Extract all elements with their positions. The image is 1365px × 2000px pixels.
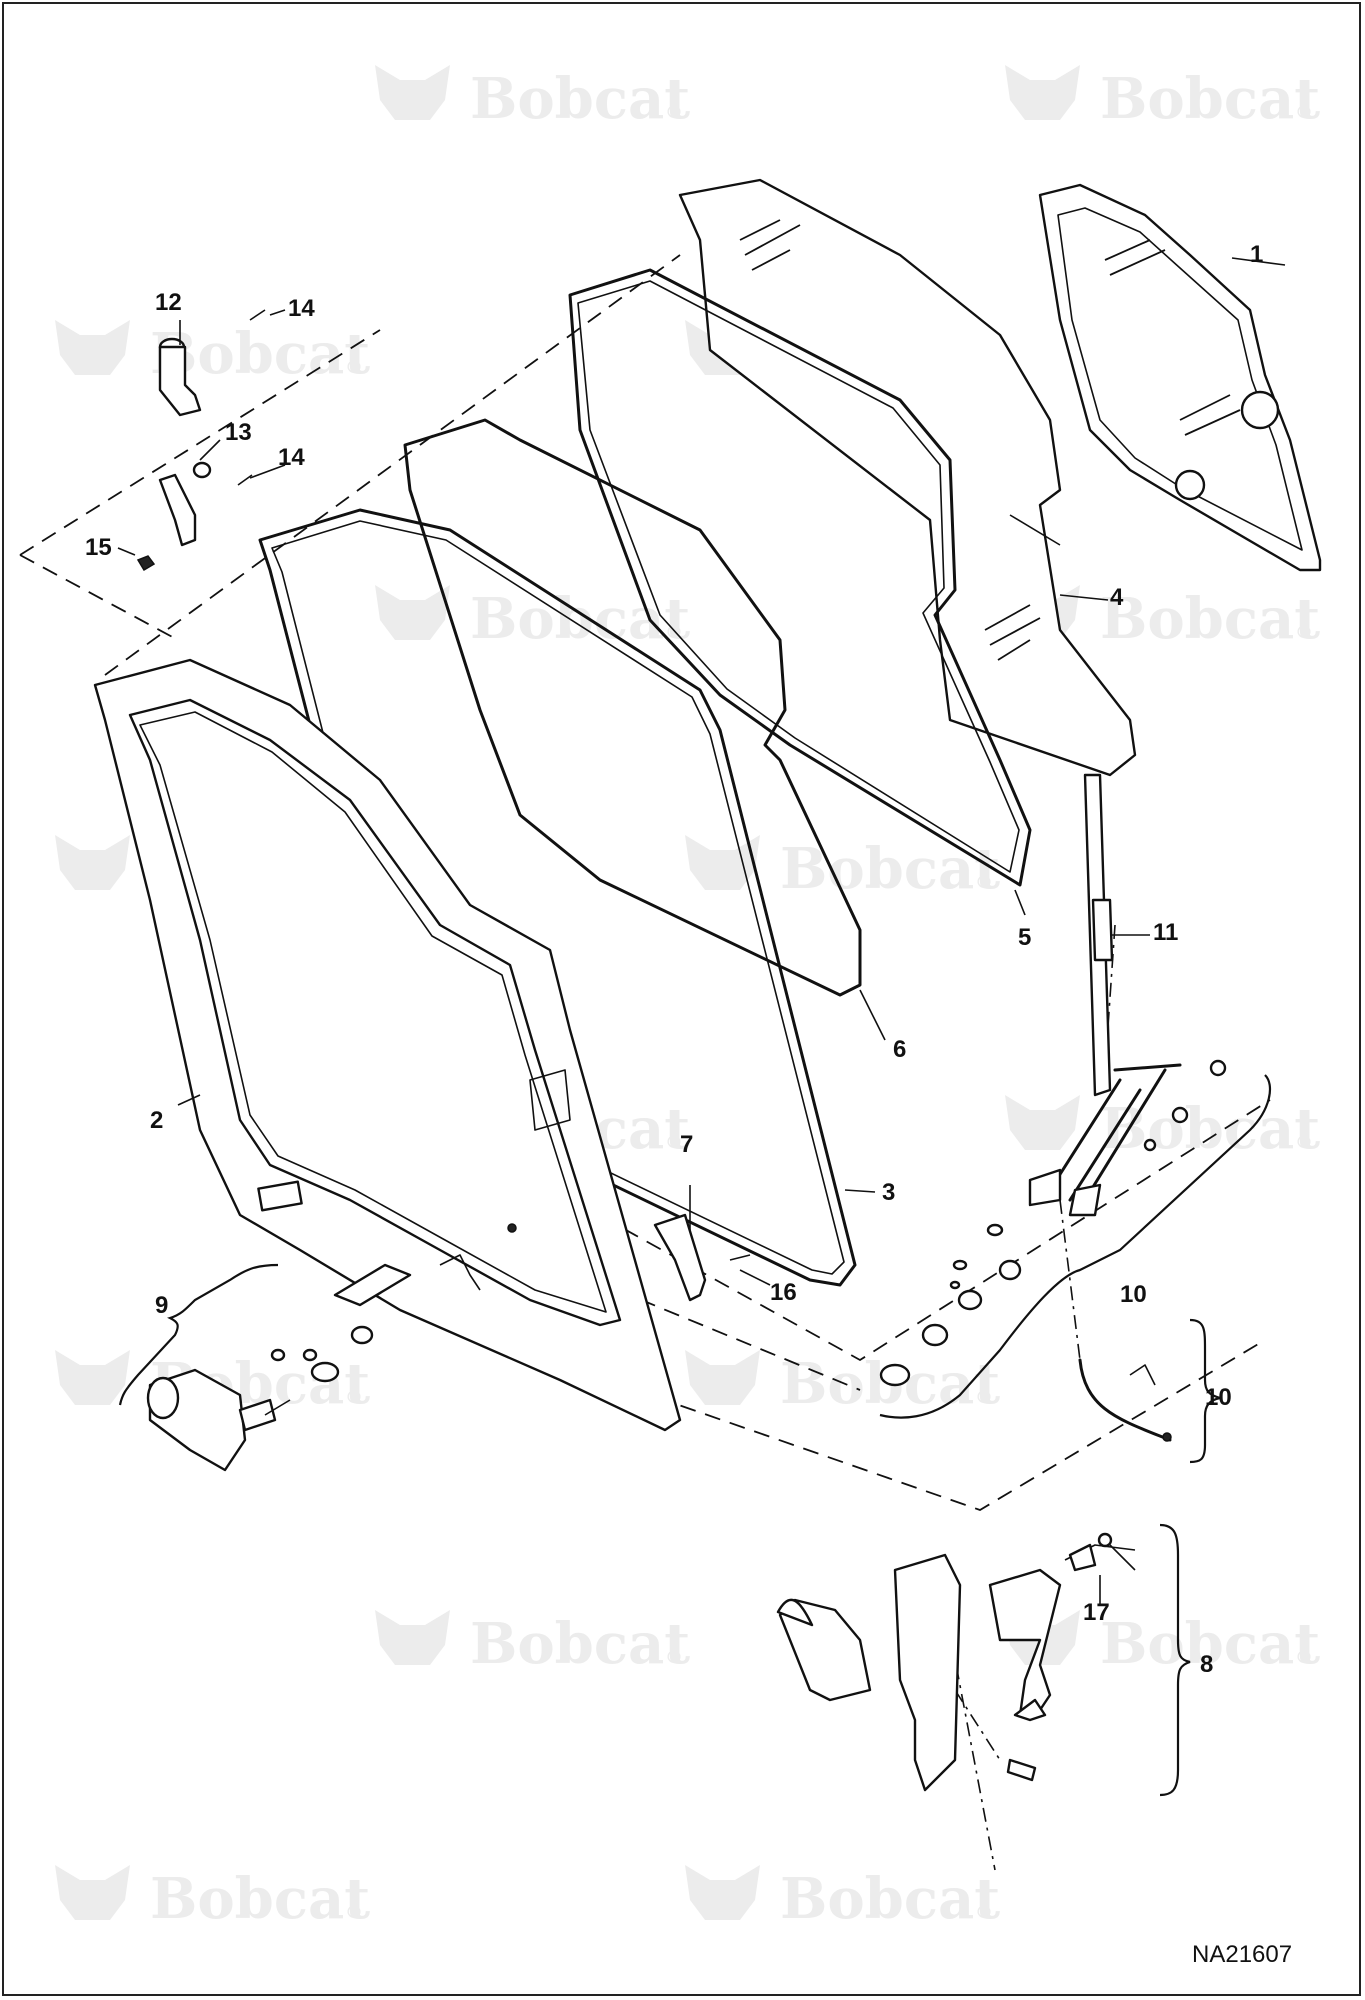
watermark-logo: Bobcat® [685, 835, 1000, 902]
bobcat-head-icon [375, 1610, 450, 1665]
callout-13: 13 [225, 419, 252, 446]
bobcat-head-icon [55, 1350, 130, 1405]
door-frame-part-2 [93, 658, 682, 1432]
bobcat-head-icon [55, 835, 130, 890]
callout-7: 7 [680, 1131, 693, 1158]
watermark-registered-mark: ® [665, 1132, 683, 1153]
watermark-brand-text: Bobcat [780, 836, 1000, 902]
watermark-logo: Bobcat® [375, 65, 690, 132]
callout-8: 8 [1200, 1651, 1213, 1678]
callout-11: 11 [1153, 919, 1178, 946]
watermark-brand-text: Bobcat [470, 1611, 690, 1677]
callout-17: 17 [1083, 1599, 1110, 1626]
watermark-logo: Bobcat® [685, 1865, 1000, 1932]
watermark-logo: Bobcat® [375, 1610, 690, 1677]
watermark-registered-mark: ® [1295, 622, 1313, 643]
bracket-part-7 [653, 1213, 751, 1302]
hinge-parts-12-15 [136, 309, 266, 572]
watermark-brand-text: Bobcat [150, 321, 370, 387]
watermark-registered-mark: ® [975, 872, 993, 893]
watermark-logo: Bobcat® [55, 1865, 370, 1932]
watermark-registered-mark: ® [1295, 1647, 1313, 1668]
watermark-brand-text: Bobcat [1100, 66, 1320, 132]
bobcat-head-icon [55, 320, 130, 375]
watermark-registered-mark: ® [1295, 1132, 1313, 1153]
watermark-logo: Bobcat® [55, 320, 370, 387]
drawing-id: NA21607 [1192, 1941, 1292, 1968]
watermark-registered-mark: ® [345, 1902, 363, 1923]
watermark-brand-text: Bobcat [1100, 586, 1320, 652]
bobcat-head-icon [685, 1865, 760, 1920]
callout-15: 15 [85, 534, 112, 561]
callout-labels: 1 2 3 4 5 6 7 8 9 10 10 11 12 13 14 14 1… [85, 241, 1263, 1678]
callout-3: 3 [882, 1179, 895, 1206]
watermark-registered-mark: ® [665, 102, 683, 123]
leader-lines [117, 257, 1286, 1605]
bobcat-head-icon [55, 1865, 130, 1920]
bobcat-head-icon [375, 65, 450, 120]
watermark-brand-text: Bobcat [780, 1866, 1000, 1932]
watermark-brand-text: Bobcat [150, 1866, 370, 1932]
watermark-registered-mark: ® [345, 1387, 363, 1408]
watermark-brand-text: Bobcat [470, 586, 690, 652]
latch-assembly-part-8 [776, 1532, 1136, 1792]
bobcat-head-icon [375, 585, 450, 640]
wiper-linkage-part-10 [1028, 1059, 1227, 1217]
watermark-registered-mark: ® [1295, 102, 1313, 123]
outer-seal-part-5 [568, 268, 1032, 887]
watermark-registered-mark: ® [665, 622, 683, 643]
bobcat-head-icon [685, 835, 760, 890]
group-braces [118, 1074, 1272, 1797]
watermark-registered-mark: ® [975, 1902, 993, 1923]
callout-5: 5 [1018, 924, 1031, 951]
watermark-brand-text: Bobcat [1100, 1096, 1320, 1162]
washer-stack [879, 1223, 1022, 1387]
watermark-brand-text: Bobcat [1100, 1611, 1320, 1677]
callout-4: 4 [1110, 584, 1124, 611]
door-glass-part-4 [678, 178, 1137, 777]
watermark-logo: Bobcat® [1005, 1095, 1320, 1162]
watermark-logo: Bobcat® [1005, 65, 1320, 132]
watermark-brand-text: Bobcat [470, 66, 690, 132]
callout-10a: 10 [1120, 1281, 1147, 1308]
watermark-registered-mark: ® [345, 357, 363, 378]
inner-seal-part-6 [403, 418, 862, 997]
callout-1: 1 [1250, 241, 1263, 268]
watermark-registered-mark: ® [975, 1387, 993, 1408]
callout-12: 12 [155, 289, 182, 316]
door-assembly-part-1 [1038, 183, 1322, 572]
wiper-cable-part-10 [1078, 1358, 1172, 1442]
wiper-motor-part-9 [146, 1223, 517, 1472]
callout-16: 16 [770, 1279, 797, 1306]
bobcat-head-icon [685, 1350, 760, 1405]
watermark-logo: Bobcat® [685, 1350, 1000, 1417]
callout-14a: 14 [288, 295, 315, 322]
callout-10b: 10 [1205, 1384, 1232, 1411]
wiper-blade-part-11 [1083, 773, 1114, 1097]
callout-6: 6 [893, 1036, 906, 1063]
glass-reflection-marks [739, 219, 1041, 661]
callout-9: 9 [155, 1292, 168, 1319]
callout-2: 2 [150, 1107, 163, 1134]
callout-14b: 14 [278, 444, 305, 471]
bobcat-head-icon [1005, 65, 1080, 120]
bobcat-head-icon [1005, 1095, 1080, 1150]
watermark-registered-mark: ® [665, 1647, 683, 1668]
